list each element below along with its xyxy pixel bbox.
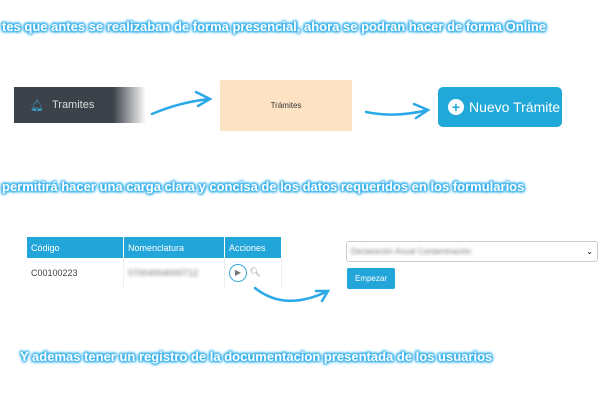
cell-codigo: C00100223 [27, 258, 124, 288]
arrow-2 [364, 102, 431, 120]
card-title: Trámites [270, 101, 302, 110]
search-icon[interactable]: 🔍︎ [249, 267, 261, 277]
bell-icon: 🔔︎ [30, 99, 44, 112]
start-button[interactable]: Empezar [347, 268, 395, 289]
select-value: Declaración Anual Contaminación [351, 247, 472, 256]
tramite-select[interactable]: Declaración Anual Contaminación ⌄ [346, 241, 598, 262]
cell-nomenclatura: 07004004000712 [123, 258, 225, 288]
tramites-card: Trámites [220, 80, 352, 131]
new-tramite-label: Nuevo Trámite [469, 99, 561, 115]
caption-2: permitirá hacer una carga clara y concis… [2, 179, 525, 194]
header-nomenclatura: Nomenclatura [123, 237, 225, 258]
caption-3: Y ademas tener un registro de la documen… [20, 349, 493, 364]
sidebar-item-tramites[interactable]: 🔔︎ Tramites [14, 87, 146, 123]
header-acciones: Acciones [224, 237, 282, 258]
plus-icon: + [448, 99, 464, 115]
header-codigo: Código [27, 237, 124, 258]
caption-1: tes que antes se realizaban de forma pre… [2, 19, 547, 34]
chevron-down-icon: ⌄ [586, 247, 593, 256]
new-tramite-button[interactable]: + Nuevo Trámite [438, 87, 562, 127]
arrow-3 [253, 286, 331, 303]
play-icon[interactable]: ▶ [229, 264, 247, 282]
sidebar-item-label: Tramites [51, 99, 95, 111]
arrow-1 [150, 90, 213, 116]
